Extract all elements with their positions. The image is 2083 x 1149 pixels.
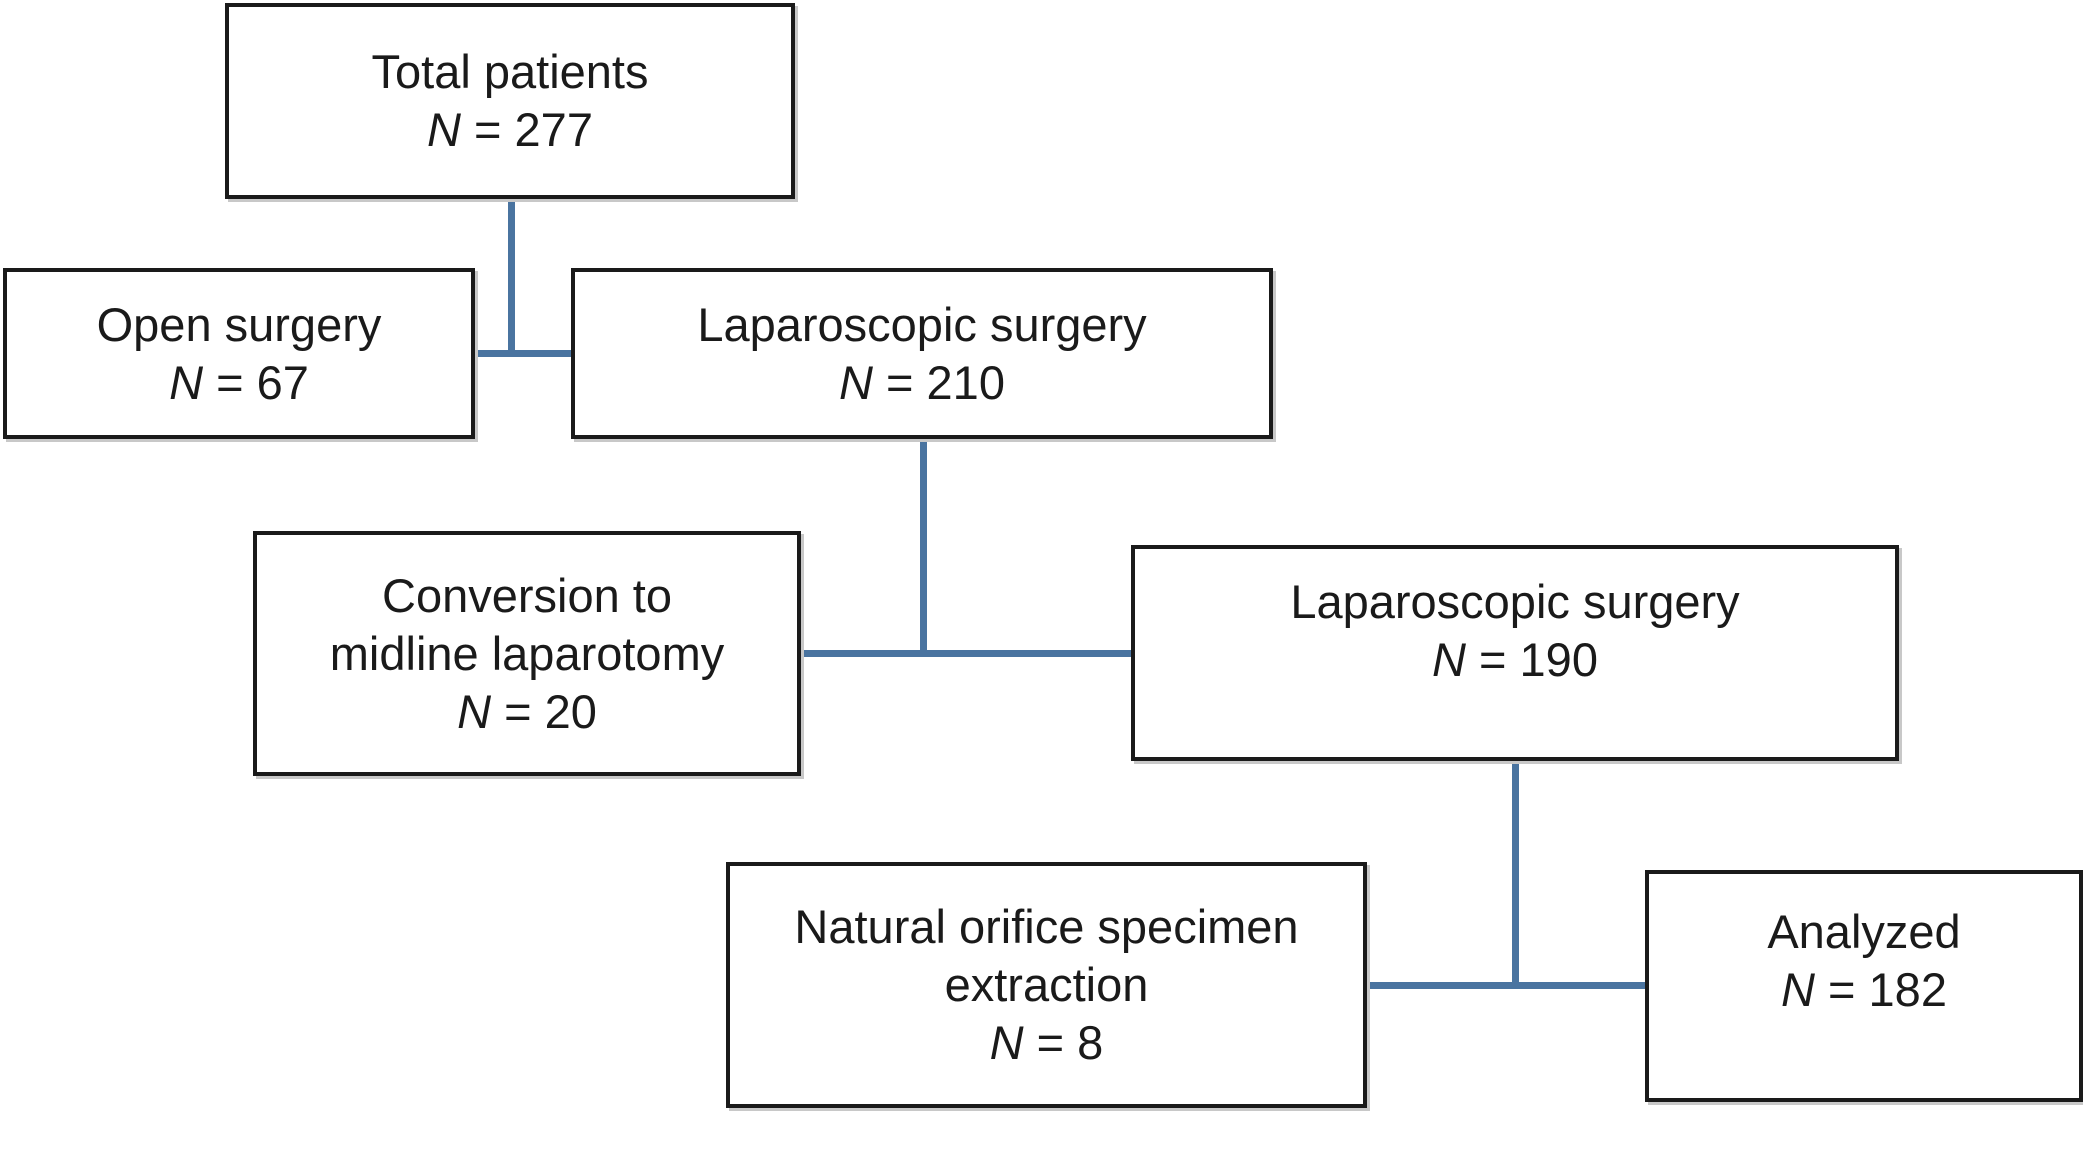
connector-nose-analyzed xyxy=(1367,982,1645,989)
n-value: = 67 xyxy=(216,355,309,409)
n-count: N = 190 xyxy=(1432,631,1598,689)
n-symbol: N xyxy=(839,355,873,409)
n-value: = 190 xyxy=(1479,633,1598,686)
connector-open-lap210 xyxy=(475,350,571,357)
box-total-patients: Total patients N = 277 xyxy=(225,3,795,199)
n-symbol: N xyxy=(989,1016,1024,1069)
n-value: = 210 xyxy=(886,355,1005,409)
box-natural-orifice-extraction: Natural orifice specimen extraction N = … xyxy=(726,862,1367,1108)
n-value: = 8 xyxy=(1036,1016,1104,1069)
n-value: = 182 xyxy=(1828,963,1947,1016)
box-analyzed: Analyzed N = 182 xyxy=(1645,870,2083,1102)
connector-lap210-down xyxy=(920,439,927,656)
box-open-surgery: Open surgery N = 67 xyxy=(3,268,475,439)
n-symbol: N xyxy=(1432,633,1466,686)
box-label-line: extraction xyxy=(944,958,1149,1011)
connector-total-down xyxy=(508,199,515,356)
n-count: N = 277 xyxy=(427,101,593,159)
box-laparoscopic-surgery-190: Laparoscopic surgery N = 190 xyxy=(1131,545,1899,761)
box-label-line: midline laparotomy xyxy=(329,626,725,680)
n-count: N = 8 xyxy=(990,1014,1104,1072)
n-value: = 20 xyxy=(504,684,597,738)
connector-lap190-down xyxy=(1512,761,1519,988)
n-count: N = 67 xyxy=(169,354,309,412)
n-count: N = 182 xyxy=(1781,961,1947,1019)
box-label-line: Natural orifice specimen xyxy=(794,900,1299,953)
box-label-line: Total patients xyxy=(371,45,649,98)
box-conversion-laparotomy: Conversion to midline laparotomy N = 20 xyxy=(253,531,801,776)
box-label-line: Laparoscopic surgery xyxy=(697,297,1147,351)
n-value: = 277 xyxy=(474,103,593,156)
n-symbol: N xyxy=(457,684,492,738)
box-label-line: Conversion to xyxy=(382,568,672,622)
box-laparoscopic-surgery-210: Laparoscopic surgery N = 210 xyxy=(571,268,1273,439)
box-label-line: Laparoscopic surgery xyxy=(1290,575,1740,628)
n-symbol: N xyxy=(427,103,461,156)
n-count: N = 20 xyxy=(457,683,597,741)
box-label-line: Analyzed xyxy=(1767,905,1961,958)
connector-conversion-lap190 xyxy=(801,650,1131,657)
box-label-line: Open surgery xyxy=(96,297,382,351)
n-symbol: N xyxy=(1781,963,1815,1016)
n-count: N = 210 xyxy=(839,354,1005,412)
n-symbol: N xyxy=(169,355,204,409)
